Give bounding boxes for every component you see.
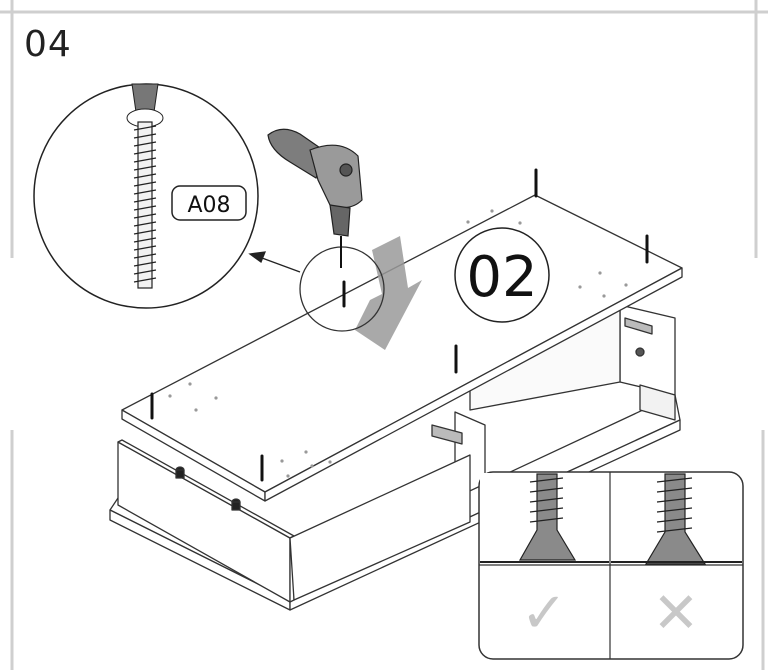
callout-arrow — [248, 251, 301, 273]
screws — [150, 168, 649, 482]
correct-screw-icon — [480, 473, 609, 564]
step-number: 04 — [24, 24, 72, 65]
part-number-label: 02 — [466, 245, 537, 310]
direction-arrow-icon — [355, 236, 422, 350]
screw-thread-icon — [133, 121, 157, 289]
predrilled-holes — [168, 209, 628, 478]
drill-icon — [267, 128, 363, 268]
part-number-badge — [454, 227, 550, 323]
correct-checkmark-icon: ✓ — [521, 581, 568, 646]
screw-detail-callout — [33, 83, 259, 309]
part-code-label: A08 — [187, 193, 230, 218]
screw-depth-check-box — [478, 471, 744, 660]
incorrect-cross-icon: ✕ — [653, 581, 700, 646]
cam-fitting — [431, 317, 653, 445]
incorrect-screw-icon — [611, 473, 742, 565]
part-code-label-box — [171, 185, 247, 221]
